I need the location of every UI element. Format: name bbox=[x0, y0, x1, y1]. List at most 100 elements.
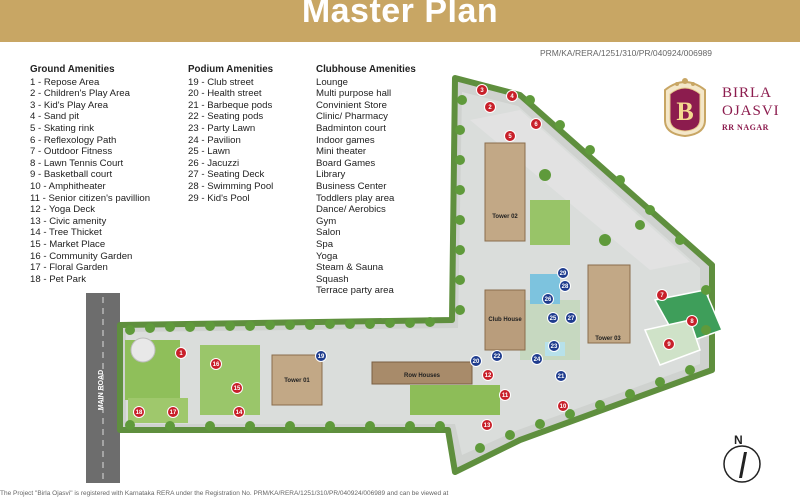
podium-amenity-item: 27 - Seating Deck bbox=[188, 169, 265, 181]
ground-amenity-item: 9 - Basketball court bbox=[30, 169, 113, 181]
tower-02-label: Tower 02 bbox=[492, 214, 518, 220]
amenity-marker-number: 20 bbox=[473, 359, 480, 365]
ground-amenity-item: 8 - Lawn Tennis Court bbox=[30, 157, 124, 169]
site-master-plan-map: MAIN ROAD Tower 02 Tower 03 bbox=[86, 75, 724, 483]
podium-amenity-item: 20 - Health street bbox=[188, 88, 262, 100]
amenity-marker bbox=[210, 358, 222, 370]
amenity-marker-number: 17 bbox=[170, 410, 177, 416]
north-arrow-compass: N bbox=[723, 433, 761, 483]
club-house-label: Club House bbox=[488, 317, 522, 323]
lawn-area bbox=[410, 385, 500, 415]
brand-line2: OJASVI bbox=[722, 103, 780, 119]
ground-amenity-item: 17 - Floral Garden bbox=[30, 262, 108, 274]
amenity-marker-number: 13 bbox=[484, 423, 491, 429]
podium-amenity-item: 24 - Pavilion bbox=[188, 134, 241, 146]
clubhouse-amenity-item: Toddlers play area bbox=[316, 192, 395, 204]
tower-01-label: Tower 01 bbox=[284, 378, 310, 384]
clubhouse-amenity-item: Business Center bbox=[316, 180, 387, 192]
amenity-marker bbox=[476, 84, 488, 96]
lawn-area bbox=[530, 200, 570, 245]
clubhouse-amenity-item: Yoga bbox=[316, 250, 338, 262]
ground-amenity-item: 15 - Market Place bbox=[30, 238, 106, 250]
rera-number: PRM/KA/RERA/1251/310/PR/040924/006989 bbox=[540, 48, 713, 58]
amenity-marker bbox=[542, 293, 554, 305]
amenity-marker bbox=[530, 118, 542, 130]
amenity-marker bbox=[565, 312, 577, 324]
clubhouse-amenity-item: Steam & Sauna bbox=[316, 262, 384, 274]
tower-02-building bbox=[484, 142, 526, 242]
tower-03-label: Tower 03 bbox=[595, 336, 621, 342]
amenity-marker bbox=[531, 353, 543, 365]
amenity-marker-number: 7 bbox=[660, 293, 664, 299]
clubhouse-amenities-title: Clubhouse Amenities bbox=[316, 64, 416, 75]
amenity-marker-number: 27 bbox=[568, 316, 575, 322]
amenity-marker-number: 18 bbox=[136, 410, 143, 416]
ground-amenity-item: 13 - Civic amenity bbox=[30, 215, 107, 227]
amenity-marker bbox=[133, 406, 145, 418]
amenity-marker bbox=[499, 389, 511, 401]
amenity-marker bbox=[491, 350, 503, 362]
amenity-marker-number: 28 bbox=[562, 284, 569, 290]
ground-amenity-item: 18 - Pet Park bbox=[30, 273, 86, 285]
podium-amenity-item: 29 - Kid's Pool bbox=[188, 192, 250, 204]
amenity-marker bbox=[506, 90, 518, 102]
clubhouse-amenity-item: Convinient Store bbox=[316, 99, 387, 111]
tree-cluster bbox=[125, 95, 711, 453]
podium-amenity-item: 21 - Barbeque pods bbox=[188, 99, 273, 111]
amenity-marker-number: 9 bbox=[667, 342, 671, 348]
clubhouse-amenity-item: Clinic/ Pharmacy bbox=[316, 111, 388, 123]
brand-name: BIRLA OJASVI bbox=[722, 84, 780, 120]
amenity-marker-number: 5 bbox=[508, 134, 512, 140]
amenity-marker bbox=[557, 400, 569, 412]
ground-amenity-item: 2 - Children's Play Area bbox=[30, 88, 130, 100]
amenity-marker-number: 4 bbox=[510, 94, 514, 100]
amenity-marker bbox=[175, 347, 187, 359]
amenity-marker-number: 16 bbox=[213, 362, 220, 368]
ground-amenity-item: 11 - Senior citizen's pavillion bbox=[30, 192, 151, 204]
amenity-marker-number: 21 bbox=[558, 374, 565, 380]
plaza bbox=[130, 337, 156, 363]
clubhouse-amenity-item: Library bbox=[316, 169, 346, 181]
amenity-marker-number: 2 bbox=[488, 105, 492, 111]
clubhouse-amenity-item: Mini theater bbox=[316, 146, 367, 158]
amenity-marker-number: 3 bbox=[480, 88, 484, 94]
podium-amenity-item: 26 - Jacuzzi bbox=[188, 157, 240, 169]
amenity-marker bbox=[559, 280, 571, 292]
clubhouse-amenity-item: Multi purpose hall bbox=[316, 88, 392, 100]
main-road-label: MAIN ROAD bbox=[98, 370, 105, 410]
podium-amenities-title: Podium Amenities bbox=[188, 64, 274, 75]
ground-amenities-title: Ground Amenities bbox=[30, 64, 115, 75]
amenity-marker-number: 10 bbox=[560, 404, 567, 410]
ground-amenity-item: 5 - Skating rink bbox=[30, 122, 94, 134]
clubhouse-amenity-item: Terrace party area bbox=[316, 285, 394, 297]
amenity-marker bbox=[555, 370, 567, 382]
brand-location: RR NAGAR bbox=[722, 123, 769, 132]
amenity-marker-number: 25 bbox=[550, 316, 557, 322]
monogram-letter: B bbox=[676, 97, 693, 126]
title-banner: Master Plan bbox=[0, 0, 800, 42]
amenity-marker-number: 6 bbox=[534, 122, 538, 128]
lawn-area bbox=[200, 345, 260, 415]
amenity-marker bbox=[484, 101, 496, 113]
row-houses-building bbox=[371, 361, 473, 385]
amenity-marker bbox=[547, 312, 559, 324]
amenity-marker bbox=[167, 406, 179, 418]
podium-amenity-item: 23 - Party Lawn bbox=[188, 122, 256, 134]
clubhouse-amenity-item: Lounge bbox=[316, 76, 349, 88]
rera-disclaimer: The Project "Birla Ojasvi" is registered… bbox=[0, 490, 449, 497]
amenity-marker-number: 23 bbox=[551, 344, 558, 350]
north-label: N bbox=[734, 433, 743, 447]
podium-amenity-item: 22 - Seating pods bbox=[188, 111, 264, 123]
tower-01-building bbox=[271, 354, 323, 406]
page-title: Master Plan bbox=[301, 0, 499, 30]
amenity-marker bbox=[315, 350, 327, 362]
ground-amenity-item: 1 - Repose Area bbox=[30, 76, 100, 88]
ground-amenity-item: 3 - Kid's Play Area bbox=[30, 99, 109, 111]
amenity-marker bbox=[686, 315, 698, 327]
ground-amenity-item: 7 - Outdoor Fitness bbox=[30, 146, 113, 158]
ground-amenity-item: 4 - Sand pit bbox=[30, 111, 80, 123]
clubhouse-amenity-item: Board Games bbox=[316, 157, 376, 169]
